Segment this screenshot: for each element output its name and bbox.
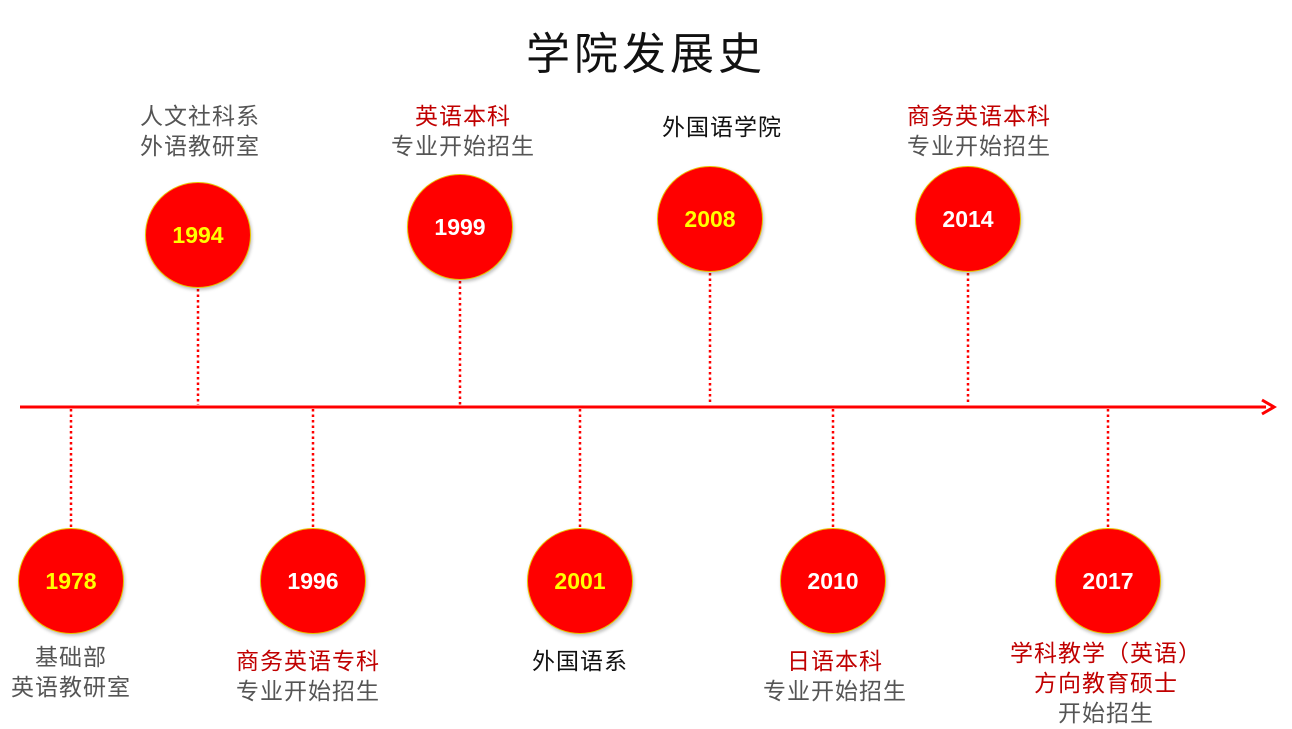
event-label-2017: 学科教学（英语） 方向教育硕士 开始招生 <box>976 639 1236 729</box>
event-label-line: 基础部 <box>35 645 107 671</box>
event-label-2014: 商务英语本科 专业开始招生 <box>849 102 1109 162</box>
page-title: 学院发展史 <box>526 29 766 80</box>
year-circle-1994: 1994 <box>145 182 251 288</box>
year-circle-1996: 1996 <box>260 528 366 634</box>
event-label-line: 专业开始招生 <box>391 134 535 160</box>
year-circle-2014: 2014 <box>915 166 1021 272</box>
event-label-line: 英语教研室 <box>11 675 131 701</box>
event-label-1994: 人文社科系 外语教研室 <box>70 102 330 162</box>
event-label-line: 方向教育硕士 <box>1034 671 1178 697</box>
year-circle-2008: 2008 <box>657 166 763 272</box>
year-circle-2017: 2017 <box>1055 528 1161 634</box>
event-label-line: 英语本科 <box>415 104 511 130</box>
event-label-1978: 基础部 英语教研室 <box>0 643 201 703</box>
year-circle-1999: 1999 <box>407 174 513 280</box>
year-circle-1978: 1978 <box>18 528 124 634</box>
event-label-line: 开始招生 <box>1058 701 1154 727</box>
timeline-arrowhead <box>1261 398 1277 416</box>
event-label-line: 商务英语专科 <box>236 649 380 675</box>
event-label-line: 专业开始招生 <box>236 679 380 705</box>
event-label-line: 商务英语本科 <box>907 104 1051 130</box>
event-label-line: 学科教学（英语） <box>1010 641 1202 667</box>
event-label-2010: 日语本科 专业开始招生 <box>705 647 965 707</box>
event-label-2001: 外国语系 <box>450 647 710 677</box>
event-label-1999: 英语本科 专业开始招生 <box>333 102 593 162</box>
event-label-line: 专业开始招生 <box>763 679 907 705</box>
year-circle-2001: 2001 <box>527 528 633 634</box>
event-label-line: 专业开始招生 <box>907 134 1051 160</box>
event-label-line: 人文社科系 <box>140 104 260 130</box>
event-label-line: 日语本科 <box>787 649 883 675</box>
event-label-line: 外国语学院 <box>662 115 782 141</box>
event-label-1996: 商务英语专科 专业开始招生 <box>178 647 438 707</box>
event-label-2008: 外国语学院 <box>592 113 852 143</box>
event-label-line: 外国语系 <box>532 649 628 675</box>
year-circle-2010: 2010 <box>780 528 886 634</box>
event-label-line: 外语教研室 <box>140 134 260 160</box>
